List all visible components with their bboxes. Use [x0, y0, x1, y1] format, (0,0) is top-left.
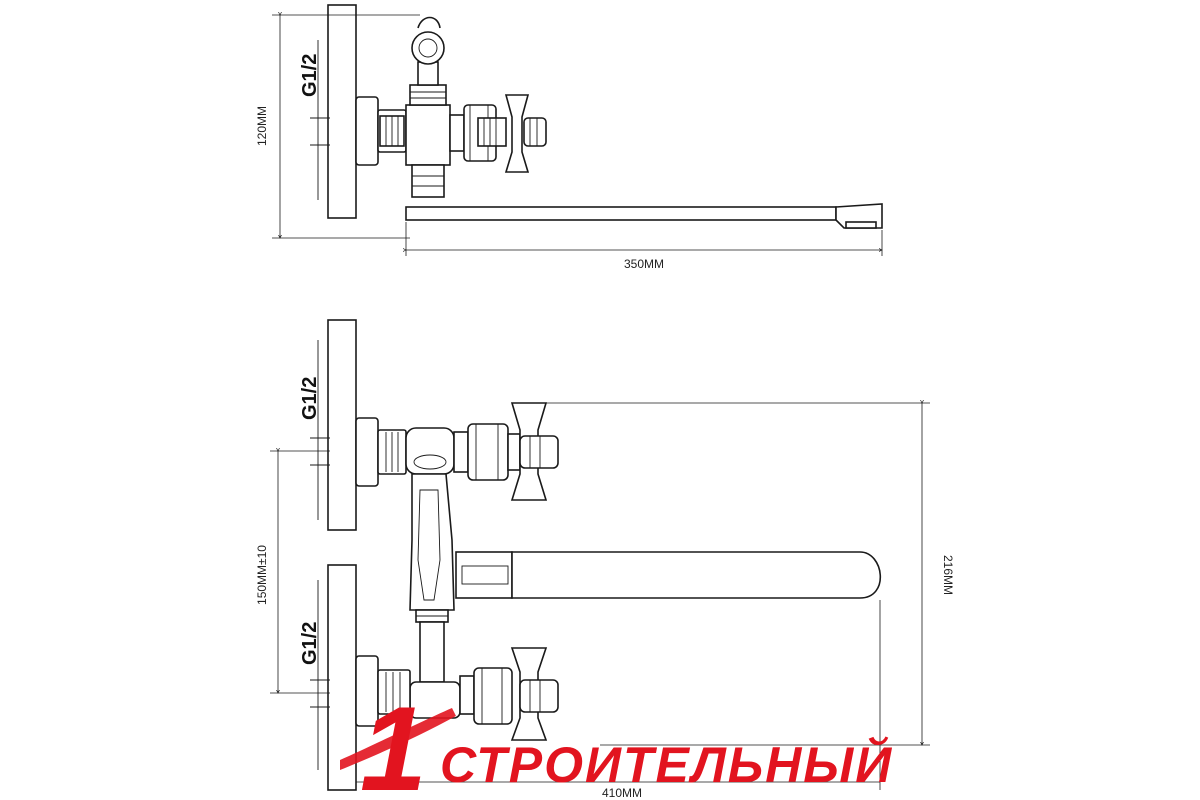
bottom-thread-label-lower: G1/2	[299, 622, 321, 665]
bottom-spacing-dimension: 150MM±10	[255, 545, 269, 605]
bottom-length-dimension: 410MM	[602, 786, 642, 800]
watermark-text: СТРОИТЕЛЬНЫЙ	[440, 736, 893, 793]
top-height-dimension: 120MM	[255, 106, 269, 146]
bottom-height-dimension: 216MM	[941, 555, 955, 595]
bottom-wall-upper-hatch	[327, 319, 357, 531]
top-thread-label: G1/2	[299, 54, 321, 97]
watermark-logo: 1 СТРОИТЕЛЬНЫЙ	[340, 682, 893, 800]
top-view	[272, 4, 883, 256]
top-length-dimension: 350MM	[624, 257, 664, 271]
bottom-view	[270, 319, 930, 791]
top-wall-hatch	[327, 4, 357, 219]
watermark-number: 1	[360, 682, 427, 800]
bottom-thread-label-upper: G1/2	[299, 377, 321, 420]
